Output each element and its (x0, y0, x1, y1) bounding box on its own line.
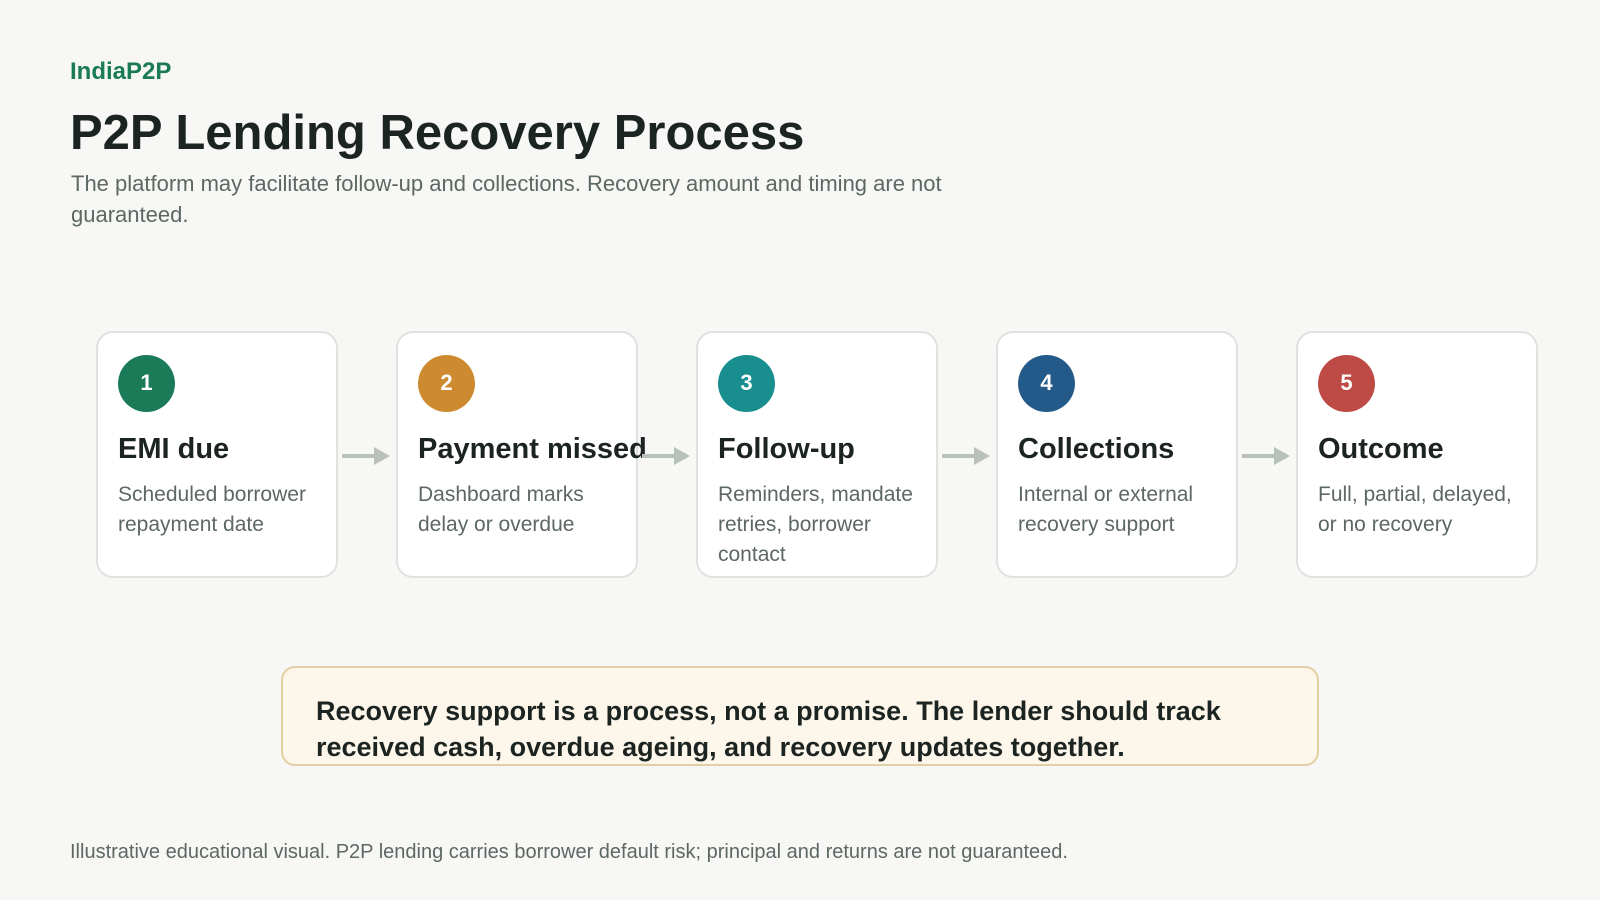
step-number-badge: 3 (718, 355, 775, 412)
step-number-badge: 4 (1018, 355, 1075, 412)
step-title: EMI due (118, 433, 230, 465)
step-description: Internal or external recovery support (1018, 483, 1194, 536)
step-card-follow-up: 3 Follow-up Reminders, mandate retries, … (696, 331, 938, 578)
page-subtitle: The platform may facilitate follow-up an… (71, 171, 942, 227)
callout-note: Recovery support is a process, not a pro… (281, 666, 1319, 766)
arrow-right-icon (342, 447, 390, 465)
step-description: Reminders, mandate retries, borrower con… (718, 483, 913, 566)
step-description: Full, partial, delayed, or no recovery (1318, 483, 1512, 536)
step-title: Outcome (1318, 433, 1444, 465)
step-number-badge: 1 (118, 355, 175, 412)
arrow-right-icon (942, 447, 990, 465)
footer-disclaimer: Illustrative educational visual. P2P len… (70, 841, 1068, 863)
brand-name: IndiaP2P (70, 58, 172, 85)
step-number-badge: 2 (418, 355, 475, 412)
page-title: P2P Lending Recovery Process (70, 106, 805, 160)
arrow-right-icon (1242, 447, 1290, 465)
step-title: Follow-up (718, 433, 855, 465)
step-title: Collections (1018, 433, 1175, 465)
step-description: Dashboard marks delay or overdue (418, 483, 584, 536)
arrow-right-icon (642, 447, 690, 465)
callout-note-text: Recovery support is a process, not a pro… (316, 696, 1221, 762)
process-steps: 1 EMI due Scheduled borrower repayment d… (96, 331, 1538, 578)
step-card-collections: 4 Collections Internal or external recov… (996, 331, 1238, 578)
step-card-payment-missed: 2 Payment missed Dashboard marks delay o… (396, 331, 647, 578)
step-card-outcome: 5 Outcome Full, partial, delayed, or no … (1296, 331, 1538, 578)
step-title: Payment missed (418, 433, 647, 465)
step-card-emi-due: 1 EMI due Scheduled borrower repayment d… (96, 331, 338, 578)
step-description: Scheduled borrower repayment date (118, 483, 306, 536)
step-number-badge: 5 (1318, 355, 1375, 412)
